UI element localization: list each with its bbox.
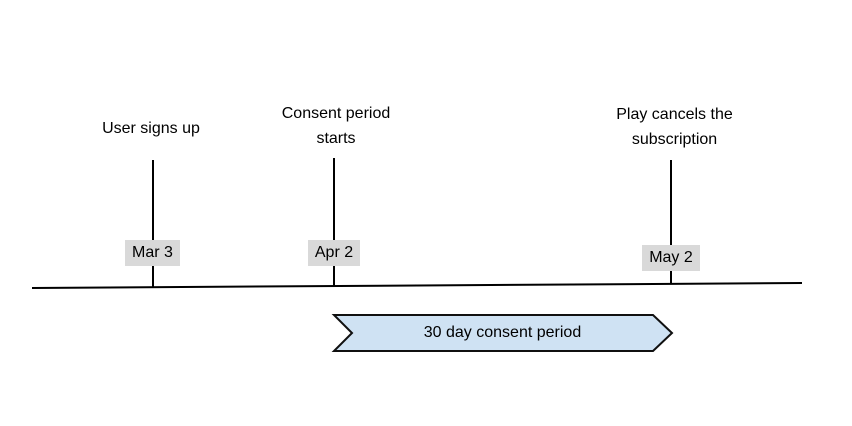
event-title-user-signs-up: User signs up [102,120,200,137]
date-badge-may-2: May 2 [642,245,700,271]
event-tick-mar-3 [152,160,154,287]
event-title-play-cancels-subscription: Play cancels the subscription [616,106,733,148]
event-title-consent-period-starts: Consent period starts [281,105,391,147]
date-badge-mar-3: Mar 3 [125,240,180,266]
consent-period-ribbon-shape [331,314,674,352]
event-tick-may-2 [670,160,672,284]
timeline-baseline [31,282,803,289]
date-badge-apr-2: Apr 2 [308,240,360,266]
consent-period-ribbon-label: 30 day consent period [423,324,582,341]
event-tick-apr-2 [333,158,335,286]
